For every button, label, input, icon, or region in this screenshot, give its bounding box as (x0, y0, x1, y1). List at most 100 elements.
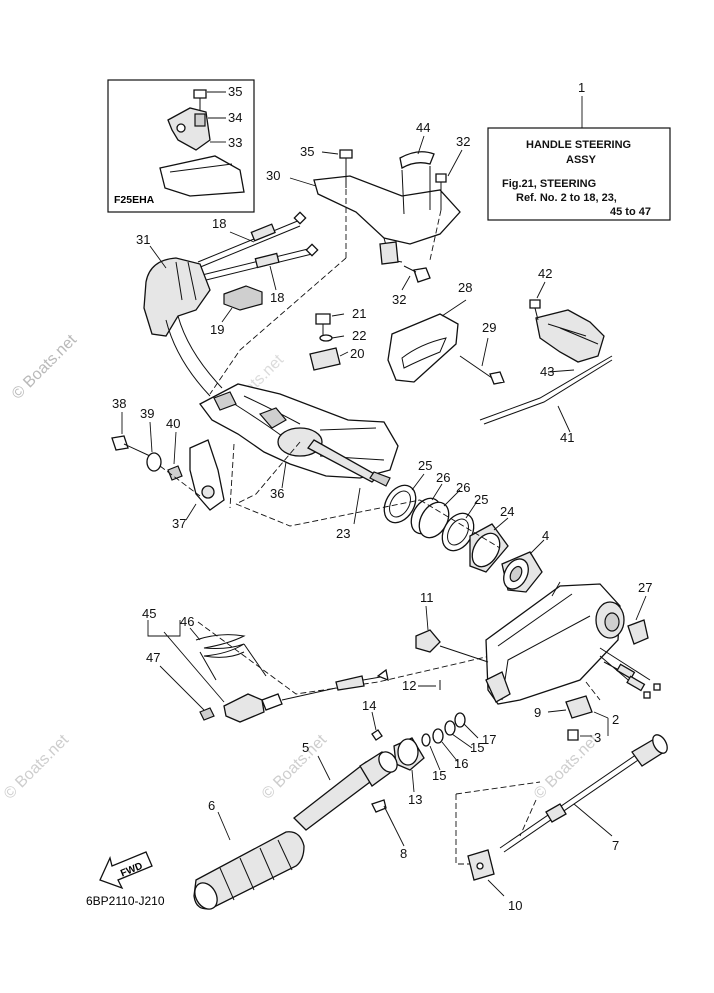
reference-box: HANDLE STEERING ASSY Fig.21, STEERING Re… (487, 96, 671, 221)
screw-32-top (435, 173, 447, 183)
bracket-body-2 (485, 583, 621, 705)
callout-11: 11 (420, 590, 434, 605)
callout-40: 40 (166, 416, 180, 431)
callout-43: 43 (540, 364, 554, 379)
washer-15a (421, 733, 431, 747)
stop-switch-45 (223, 693, 265, 723)
bearing-27 (627, 619, 649, 645)
inset-label: F25EHA (114, 194, 155, 206)
callout-20: 20 (350, 346, 364, 361)
watermark-text: © Boats.net (9, 331, 81, 403)
washer-25a (383, 484, 417, 524)
callout-15b: 15 (470, 740, 484, 755)
bushing-group (383, 473, 509, 573)
clip-47 (199, 707, 215, 721)
grip-group (193, 751, 405, 910)
grommet-44 (399, 151, 435, 170)
reference-frame (487, 127, 671, 221)
cover-28-group (387, 299, 505, 385)
callout-22: 22 (352, 328, 366, 343)
bracket-lower-30 (379, 241, 399, 265)
screw-35 (339, 149, 353, 159)
callout-46: 46 (180, 614, 194, 629)
plate-37 (189, 439, 225, 511)
knob-11 (415, 629, 441, 653)
callout-7: 7 (612, 838, 619, 853)
callout-39: 39 (140, 406, 154, 421)
bracket-shaft-end (485, 671, 511, 703)
callout-15a: 15 (432, 768, 446, 783)
bushing-4-group (501, 539, 545, 593)
fwd-arrow-shape (99, 851, 153, 890)
stop-switch-group (147, 620, 389, 723)
callout-5: 5 (302, 740, 309, 755)
cable-group (143, 211, 319, 397)
callout-2: 2 (612, 712, 619, 727)
friction-group (371, 605, 489, 793)
handle-grip-6 (193, 831, 305, 910)
washer-22 (319, 334, 333, 342)
callout-24: 24 (500, 504, 514, 519)
callout-25b: 25 (474, 492, 488, 507)
washer-17 (454, 712, 466, 728)
upper-cover-group (289, 135, 463, 291)
plate-9 (565, 695, 593, 719)
cover-28 (387, 313, 459, 383)
throttle-cable-18b (197, 247, 313, 277)
reference-line-5: 45 to 47 (610, 206, 651, 218)
callout-44: 44 (416, 120, 430, 135)
washer-16 (432, 728, 444, 744)
callout-30: 30 (266, 168, 280, 183)
callout-13: 13 (408, 792, 422, 807)
callout-29: 29 (482, 320, 496, 335)
callout-45: 45 (142, 606, 156, 621)
arm-tab-36 (258, 407, 287, 429)
callout-12: 12 (402, 678, 416, 693)
bolt-38 (111, 435, 129, 451)
collar-34 (194, 113, 206, 127)
link-bracket-43 (535, 309, 605, 363)
diagram-code: 6BP2110-J210 (86, 894, 165, 908)
callout-35a: 35 (228, 84, 242, 99)
bracket-body-group (485, 581, 661, 741)
callout-3: 3 (594, 730, 601, 745)
callout-35b: 35 (300, 144, 314, 159)
callout-4: 4 (542, 528, 549, 543)
throttle-cable-18a (197, 219, 301, 263)
callout-numbers: 1 2 3 4 5 6 7 8 9 10 11 12 13 14 15 15 1… (112, 80, 652, 913)
callout-1: 1 (578, 80, 585, 95)
callout-27: 27 (638, 580, 652, 595)
callout-14: 14 (362, 698, 376, 713)
callout-17: 17 (482, 732, 496, 747)
screw-14 (371, 729, 383, 741)
watermark-text: © Boats.net (259, 731, 331, 803)
screw-3 (567, 729, 579, 741)
reference-title-2: ASSY (566, 154, 597, 166)
screw-8 (371, 799, 387, 813)
callout-34: 34 (228, 110, 242, 125)
reference-title-1: HANDLE STEERING (526, 139, 631, 151)
holder-group (309, 313, 349, 371)
cable-end-18a (250, 223, 276, 242)
reference-line-4: Ref. No. 2 to 18, 23, (516, 192, 617, 204)
holder-20 (309, 347, 341, 371)
shift-rod-7 (499, 751, 641, 849)
inset-tiller-shape (159, 155, 245, 197)
callout-31: 31 (136, 232, 150, 247)
callout-8: 8 (400, 846, 407, 861)
callout-23: 23 (336, 526, 350, 541)
callout-37: 37 (172, 516, 186, 531)
callout-21: 21 (352, 306, 366, 321)
screw-42 (529, 299, 541, 309)
bolt-29 (489, 371, 505, 385)
screw-32-bottom (413, 267, 431, 283)
washer-15b (444, 720, 456, 736)
callout-47: 47 (146, 650, 160, 665)
callout-18b: 18 (270, 290, 284, 305)
callout-18a: 18 (212, 216, 226, 231)
grommet-31 (143, 257, 211, 337)
callout-9: 9 (534, 705, 541, 720)
callout-25a: 25 (418, 458, 432, 473)
inset-box: F25EHA (107, 79, 255, 213)
